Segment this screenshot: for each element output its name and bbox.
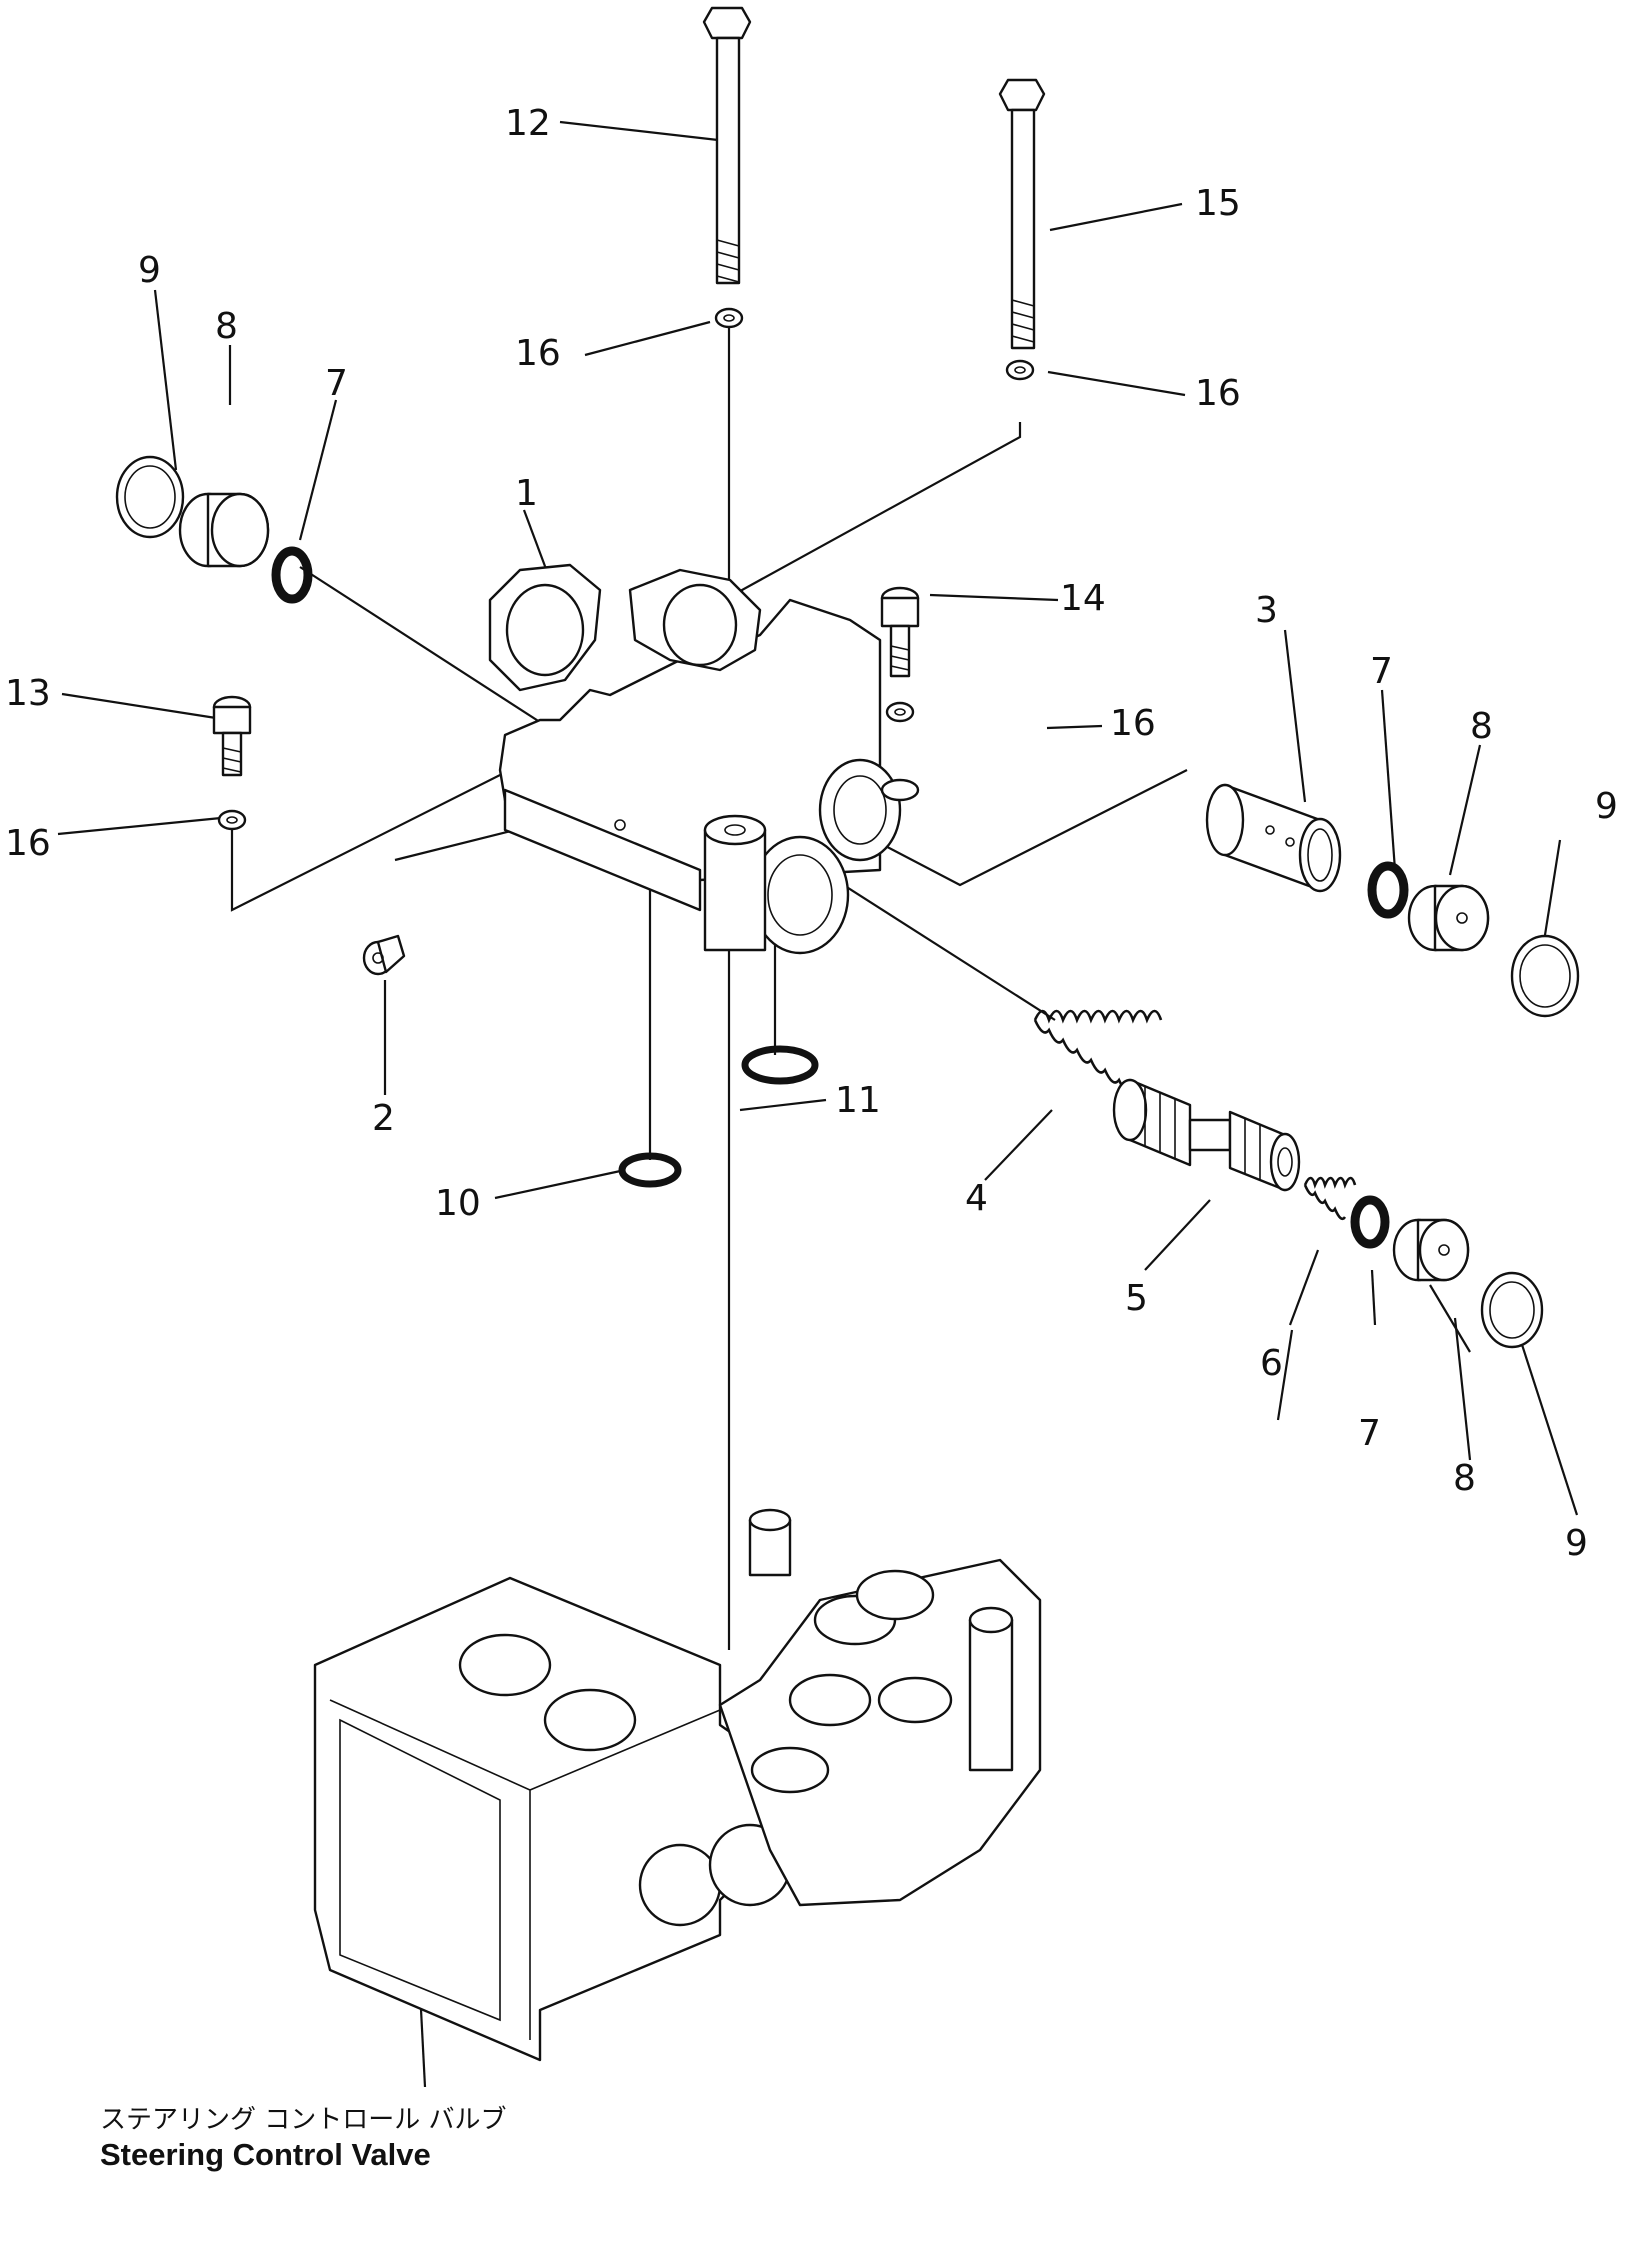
callout-9: 9 bbox=[138, 250, 161, 291]
callout-15: 15 bbox=[1195, 183, 1241, 224]
callout-16: 16 bbox=[1110, 703, 1156, 744]
caption-english: Steering Control Valve bbox=[100, 2137, 431, 2172]
part-6-spring bbox=[1303, 1176, 1357, 1221]
callout-9: 9 bbox=[1595, 786, 1618, 827]
callout-7: 7 bbox=[325, 363, 348, 404]
callout-2: 2 bbox=[372, 1098, 395, 1139]
callout-16: 16 bbox=[515, 333, 561, 374]
callout-8: 8 bbox=[215, 306, 238, 347]
caption-japanese: ステアリング コントロール バルブ bbox=[100, 2105, 507, 2135]
callout-16: 16 bbox=[5, 823, 51, 864]
callout-7: 7 bbox=[1358, 1413, 1381, 1454]
callout-6: 6 bbox=[1260, 1343, 1283, 1384]
part-16-washers bbox=[217, 307, 1035, 831]
part-9-snap-rings bbox=[115, 455, 1580, 1349]
callout-12: 12 bbox=[505, 103, 551, 144]
callout-9: 9 bbox=[1565, 1523, 1588, 1564]
callout-4: 4 bbox=[965, 1178, 988, 1219]
callout-3: 3 bbox=[1255, 590, 1278, 631]
callout-11: 11 bbox=[835, 1080, 881, 1121]
steering-control-valve-body bbox=[313, 1508, 1042, 2062]
part-13-bolt bbox=[212, 695, 252, 777]
part-3-sleeve bbox=[1205, 783, 1342, 893]
part-1-valve-body bbox=[488, 563, 920, 955]
callout-8: 8 bbox=[1470, 706, 1493, 747]
part-5-spool bbox=[1112, 1078, 1301, 1192]
callout-13: 13 bbox=[5, 673, 51, 714]
callout-10: 10 bbox=[435, 1183, 481, 1224]
callout-7: 7 bbox=[1370, 651, 1393, 692]
callout-14: 14 bbox=[1060, 578, 1106, 619]
callout-5: 5 bbox=[1125, 1278, 1148, 1319]
part-15-long-bolt bbox=[998, 78, 1046, 350]
callout-labels: 12 15 16 16 9 8 7 1 14 3 7 8 9 13 16 16 … bbox=[5, 103, 1618, 1564]
callout-16: 16 bbox=[1195, 373, 1241, 414]
part-12-long-bolt bbox=[702, 6, 752, 285]
callout-1: 1 bbox=[515, 473, 538, 514]
part-2-plug bbox=[362, 934, 406, 976]
callout-8: 8 bbox=[1453, 1458, 1476, 1499]
part-7-o-rings bbox=[271, 546, 1409, 1249]
part-14-bolt bbox=[880, 586, 920, 678]
part-10-11-o-rings bbox=[618, 1045, 819, 1188]
part-8-plugs bbox=[178, 492, 1490, 1282]
leader-lines bbox=[57, 120, 1579, 2088]
